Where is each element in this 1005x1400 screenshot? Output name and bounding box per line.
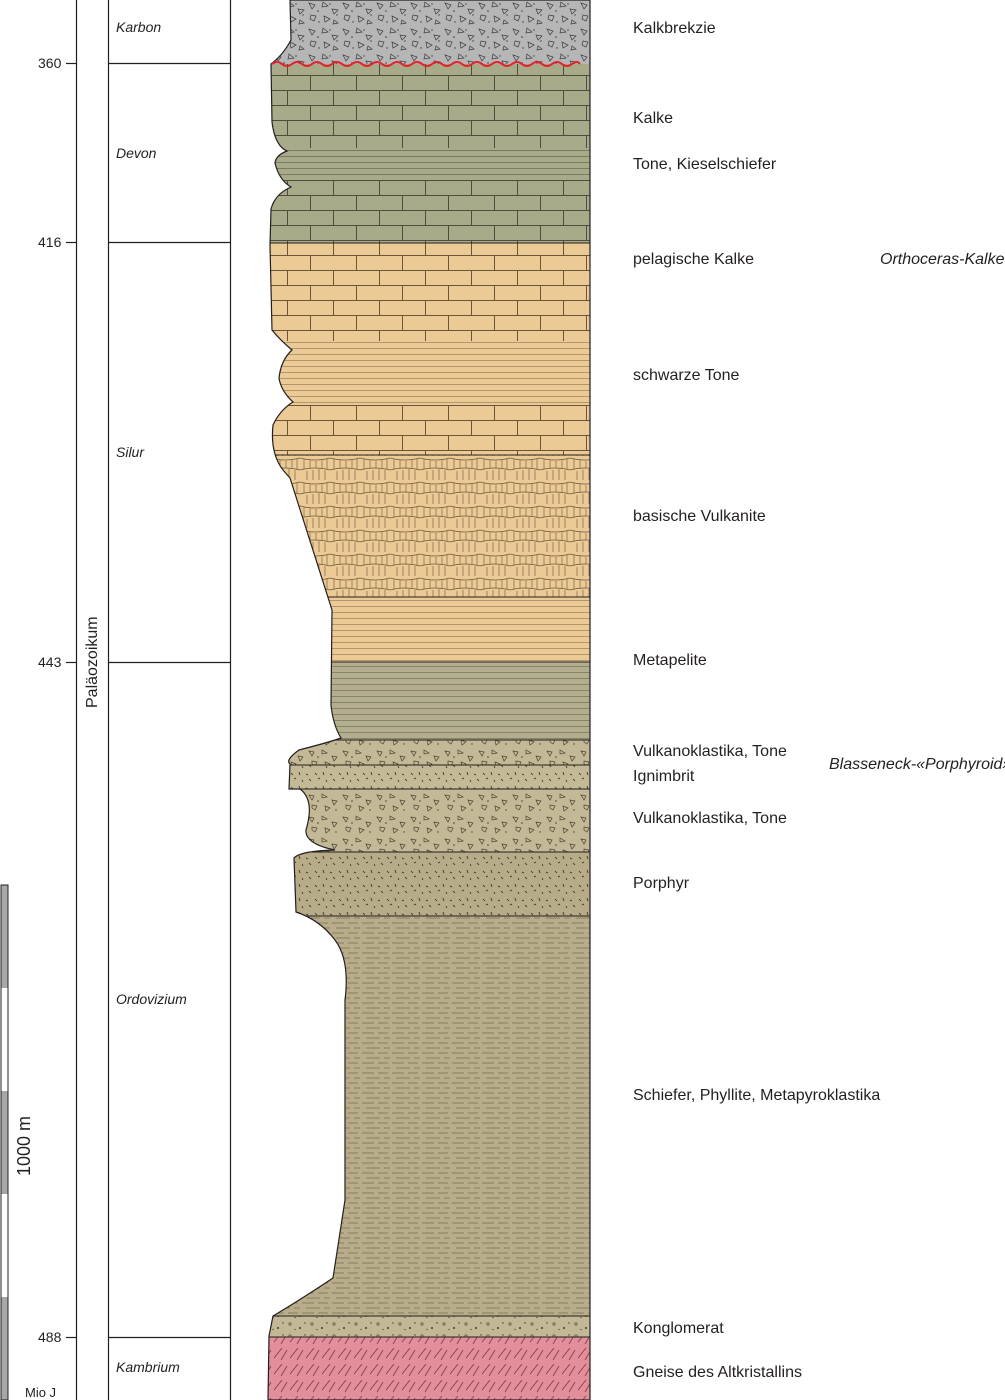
layer-metapelite xyxy=(268,662,590,740)
layer-basische-vulkanite xyxy=(268,455,590,597)
annotation-blasseneck: Blasseneck-«Porphyroid» xyxy=(829,756,1005,773)
layer-tone-kieselschiefer xyxy=(268,148,590,180)
label-konglomerat: Konglomerat xyxy=(633,1320,724,1337)
period-boundaries xyxy=(66,62,231,1339)
age-416: 416 xyxy=(38,234,62,250)
layer-schiefer xyxy=(268,916,590,1316)
lithology-column xyxy=(268,0,590,1400)
era-label: Paläozoikum xyxy=(84,616,101,708)
layer-gneise xyxy=(268,1337,590,1400)
layer-schwarze-tone xyxy=(268,341,590,405)
label-metapelite: Metapelite xyxy=(633,652,707,669)
period-ordovizium: Ordovizium xyxy=(116,991,187,1007)
layer-kalkbrekzie xyxy=(268,0,590,64)
label-tone-kieselschiefer: Tone, Kieselschiefer xyxy=(633,156,777,173)
age-360: 360 xyxy=(38,55,62,71)
label-vulkanoklastika-2: Vulkanoklastika, Tone xyxy=(633,810,787,827)
period-devon: Devon xyxy=(116,145,157,161)
layer-porphyr xyxy=(268,852,590,916)
label-ignimbrit: Ignimbrit xyxy=(633,768,695,785)
period-karbon: Karbon xyxy=(116,19,162,35)
layer-konglomerat xyxy=(268,1316,590,1337)
label-vulkanoklastika-1: Vulkanoklastika, Tone xyxy=(633,743,787,760)
layer-ignimbrit xyxy=(268,765,590,789)
label-gneise: Gneise des Altkristallins xyxy=(633,1364,802,1381)
layer-pelagische-kalke xyxy=(268,243,590,341)
scale-label: 1000 m xyxy=(14,1115,34,1176)
label-schiefer: Schiefer, Phyllite, Metapyroklastika xyxy=(633,1087,881,1104)
age-443: 443 xyxy=(38,654,62,670)
period-kambrium: Kambrium xyxy=(116,1359,180,1375)
age-488: 488 xyxy=(38,1329,62,1345)
layer-devon-kalke-upper xyxy=(268,180,590,243)
layer-silur-kalke xyxy=(268,405,590,455)
layer-devon-kalke xyxy=(268,64,590,148)
label-pelagische-kalke: pelagische Kalke xyxy=(633,251,754,268)
label-kalkbrekzie: Kalkbrekzie xyxy=(633,20,716,37)
label-schwarze-tone: schwarze Tone xyxy=(633,367,740,384)
layer-metapelite-silur xyxy=(268,597,590,662)
label-basische-vulkanite: basische Vulkanite xyxy=(633,508,766,525)
layer-vulkanoklastika-2 xyxy=(268,789,590,852)
period-silur: Silur xyxy=(116,444,145,460)
unconformity-line xyxy=(271,61,581,67)
label-kalke: Kalke xyxy=(633,110,674,127)
annotation-orthoceras: Orthoceras-Kalke xyxy=(880,251,1005,268)
layer-vulkanoklastika-1 xyxy=(268,740,590,765)
scale-bar xyxy=(0,884,9,1400)
age-unit-label: Mio J xyxy=(25,1385,57,1400)
label-porphyr: Porphyr xyxy=(633,875,690,892)
